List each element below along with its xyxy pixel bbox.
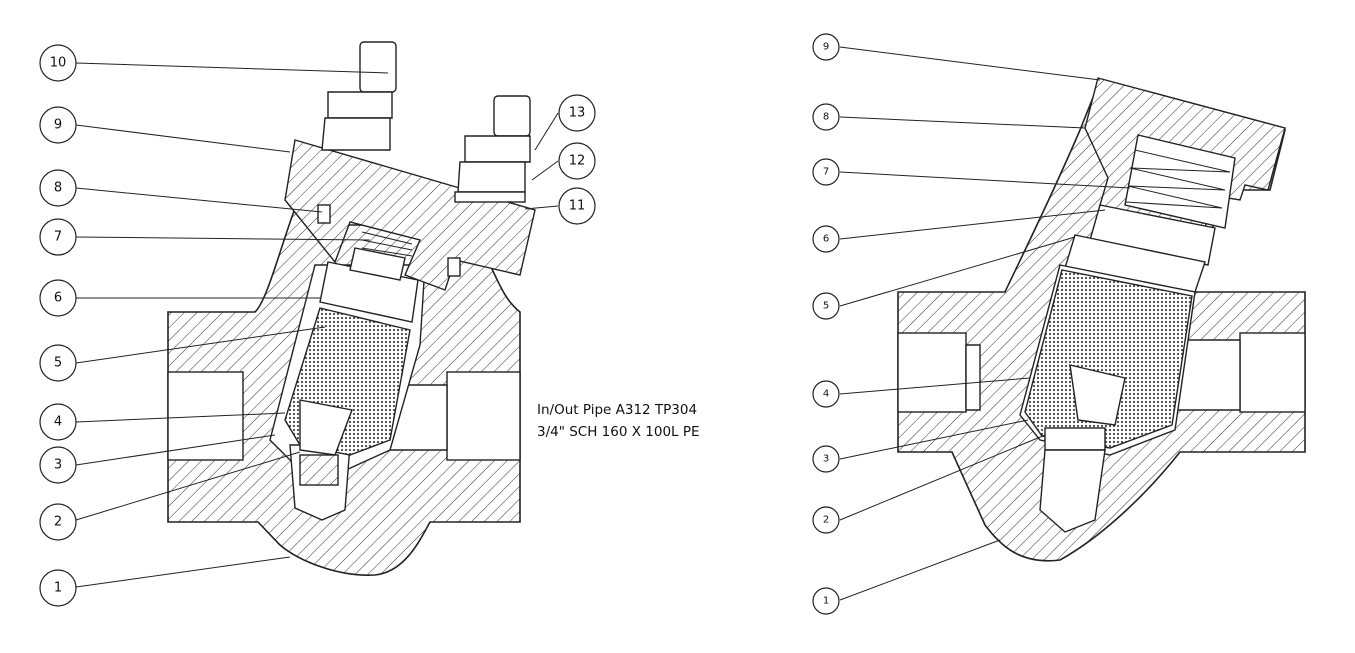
right-inlet-passage <box>965 344 981 411</box>
left-callout-1: 1 <box>39 569 77 607</box>
left-callout-2: 2 <box>39 503 77 541</box>
right-callout-3: 3 <box>812 445 840 473</box>
svg-text:5: 5 <box>823 301 829 312</box>
left-callout-4: 4 <box>39 403 77 441</box>
left-callout-8: 8 <box>39 169 77 207</box>
svg-text:3: 3 <box>54 458 62 473</box>
left-nut-lower <box>321 117 391 151</box>
left-callouts: 10 9 8 7 6 5 4 3 2 1 13 12 11 <box>39 44 596 607</box>
left-gasket-left <box>317 204 331 224</box>
right-callouts: 9 8 7 6 5 4 3 2 1 <box>812 33 840 615</box>
svg-text:9: 9 <box>823 42 829 53</box>
right-screen-mesh <box>1024 269 1193 449</box>
pipe-note-line1: In/Out Pipe A312 TP304 <box>537 402 697 418</box>
left-cover <box>284 139 536 291</box>
left-callout-11: 11 <box>558 187 596 225</box>
svg-text:2: 2 <box>54 515 62 530</box>
right-outlet-bore <box>1239 332 1306 413</box>
left-washer <box>454 191 526 203</box>
left-callout-10: 10 <box>39 44 77 82</box>
right-callout-4: 4 <box>812 380 840 408</box>
left-nut-right-upper <box>464 135 531 163</box>
right-callout-8: 8 <box>812 103 840 131</box>
right-spring <box>1125 149 1231 209</box>
right-callout-6: 6 <box>812 225 840 253</box>
svg-text:1: 1 <box>823 596 829 607</box>
left-stud-long <box>359 41 397 93</box>
left-callout-7: 7 <box>39 218 77 256</box>
left-spring <box>361 231 413 257</box>
pipe-note-line2: 3/4" SCH 160 X 100L PE <box>537 424 700 440</box>
left-spring-holder <box>349 247 406 281</box>
right-inlet-bore <box>897 332 967 413</box>
left-nut-upper <box>327 91 393 119</box>
right-spacer <box>1089 204 1216 266</box>
left-callout-3: 3 <box>39 446 77 484</box>
svg-text:7: 7 <box>823 167 829 178</box>
svg-text:3: 3 <box>823 454 829 465</box>
left-callout-13: 13 <box>558 94 596 132</box>
left-nut-right-lower <box>457 161 526 193</box>
left-outlet-bore <box>446 371 521 461</box>
svg-text:8: 8 <box>54 181 62 196</box>
svg-text:10: 10 <box>50 56 67 71</box>
svg-text:4: 4 <box>823 389 829 400</box>
left-stud-short <box>493 95 531 137</box>
right-callout-5: 5 <box>812 292 840 320</box>
svg-text:2: 2 <box>823 515 829 526</box>
left-section-view <box>167 41 536 576</box>
left-gasket-right <box>447 257 461 277</box>
pipe-note: In/Out Pipe A312 TP304 3/4" SCH 160 X 10… <box>537 402 700 440</box>
right-drain-bore <box>1039 449 1106 533</box>
svg-text:12: 12 <box>569 154 586 169</box>
right-screen-core <box>1069 364 1126 426</box>
left-drain-plug <box>299 454 339 486</box>
svg-text:13: 13 <box>569 106 586 121</box>
svg-text:6: 6 <box>54 291 62 306</box>
svg-text:11: 11 <box>569 199 586 214</box>
right-callout-1: 1 <box>812 587 840 615</box>
right-callout-2: 2 <box>812 506 840 534</box>
right-callout-9: 9 <box>812 33 840 61</box>
left-callout-6: 6 <box>39 279 77 317</box>
svg-text:8: 8 <box>823 112 829 123</box>
right-section-view <box>897 77 1306 562</box>
svg-text:6: 6 <box>823 234 829 245</box>
right-callout-7: 7 <box>812 158 840 186</box>
svg-text:7: 7 <box>54 230 62 245</box>
left-callout-5: 5 <box>39 344 77 382</box>
left-callout-9: 9 <box>39 106 77 144</box>
right-drain-seat <box>1044 427 1106 451</box>
svg-text:4: 4 <box>54 415 62 430</box>
svg-text:9: 9 <box>54 118 62 133</box>
left-leader-lines <box>75 62 559 588</box>
right-leader-lines <box>839 46 1131 601</box>
svg-text:5: 5 <box>54 356 62 371</box>
svg-text:1: 1 <box>54 581 62 596</box>
left-callout-12: 12 <box>558 142 596 180</box>
